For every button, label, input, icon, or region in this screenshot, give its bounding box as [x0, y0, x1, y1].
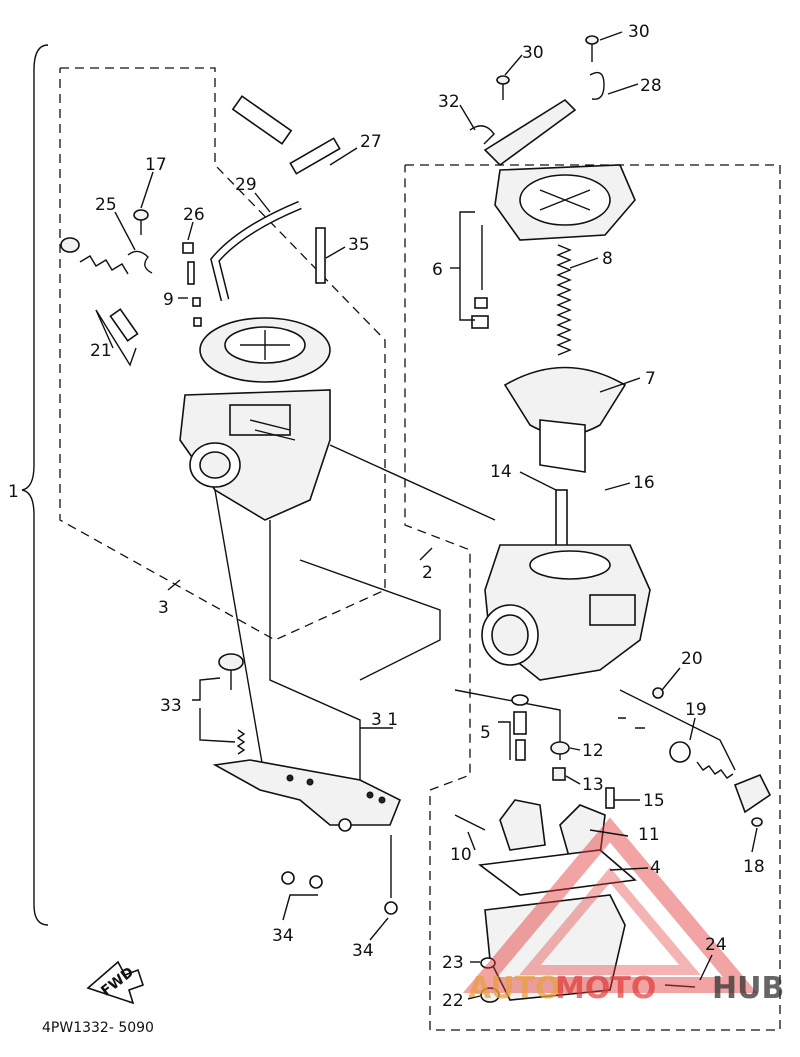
callout-23: 23	[442, 953, 464, 973]
callout-24: 24	[705, 935, 727, 955]
callout-22: 22	[442, 991, 464, 1011]
top-cover	[494, 164, 636, 241]
callout-5: 5	[480, 723, 491, 743]
callout-17: 17	[145, 155, 167, 175]
callout-30b: 30	[522, 43, 544, 63]
callout-30a: 30	[628, 22, 650, 42]
callout-35: 35	[348, 235, 370, 255]
callout-4: 4	[650, 858, 661, 878]
pilot-screw-21	[60, 237, 139, 342]
assembly-brace	[21, 44, 49, 926]
link-rod-31b	[299, 559, 441, 681]
callout-29: 29	[235, 175, 257, 195]
callout-26: 26	[183, 205, 205, 225]
choke-assembly	[618, 687, 772, 827]
screw-17	[133, 209, 149, 235]
callout-12: 12	[582, 741, 604, 761]
link-line-b	[214, 489, 266, 781]
callout-14: 14	[490, 462, 512, 482]
float-bowl	[454, 814, 696, 1003]
callout-20: 20	[681, 649, 703, 669]
fitting-27	[231, 95, 341, 175]
watermark-logo	[462, 817, 758, 993]
callout-3: 3	[158, 598, 169, 618]
throttle-bracket	[212, 653, 402, 915]
callout-21: 21	[90, 341, 112, 361]
callout-32: 32	[438, 92, 460, 112]
group-2-outline	[404, 164, 781, 1031]
link-line-a	[329, 444, 496, 521]
callout-10: 10	[450, 845, 472, 865]
callout-33: 33	[160, 696, 182, 716]
jets	[511, 694, 615, 809]
watermark-text-a: AUTO	[468, 971, 561, 1006]
clip-25	[127, 250, 153, 274]
group-3-outline	[59, 67, 386, 641]
callout-1: 1	[8, 482, 19, 502]
pipe-35	[315, 227, 326, 284]
cap-26	[182, 242, 194, 254]
diaphragm-7	[503, 366, 627, 473]
callout-25: 25	[95, 195, 117, 215]
callout-27: 27	[360, 132, 382, 152]
callout-8: 8	[602, 249, 613, 269]
vent-hose-29	[210, 200, 302, 302]
callout-34a: 34	[272, 926, 294, 946]
callout-9: 9	[163, 290, 174, 310]
callout-6: 6	[432, 260, 443, 280]
callout-18: 18	[743, 857, 765, 877]
gasket-4	[477, 849, 637, 896]
top-bracket	[469, 35, 605, 167]
callout-11: 11	[638, 825, 660, 845]
leader-lines	[95, 31, 758, 1000]
spring-8	[556, 244, 572, 356]
callout-2: 2	[422, 563, 433, 583]
jet-needle-6	[471, 225, 489, 329]
callout-16: 16	[633, 473, 655, 493]
part-number: 4PW1332- 5090	[42, 1020, 154, 1036]
watermark-text-c: HUB	[712, 971, 784, 1006]
left-carburetor	[179, 317, 331, 521]
callout-34b: 34	[352, 941, 374, 961]
callout-31: 3 1	[371, 710, 398, 730]
link-rod-31c	[454, 689, 561, 760]
callout-15: 15	[643, 791, 665, 811]
callout-13: 13	[582, 775, 604, 795]
right-carb-body	[481, 544, 651, 681]
callout-labels: 1 2 3 4 5 6 7 8 9 10 11 12 13 14 15 16 1…	[8, 22, 765, 1036]
callout-7: 7	[645, 369, 656, 389]
watermark-text-b: MOTO	[555, 971, 656, 1006]
callout-28: 28	[640, 76, 662, 96]
callout-19: 19	[685, 700, 707, 720]
fwd-arrow	[86, 960, 145, 1005]
needle-set-9	[187, 261, 202, 327]
